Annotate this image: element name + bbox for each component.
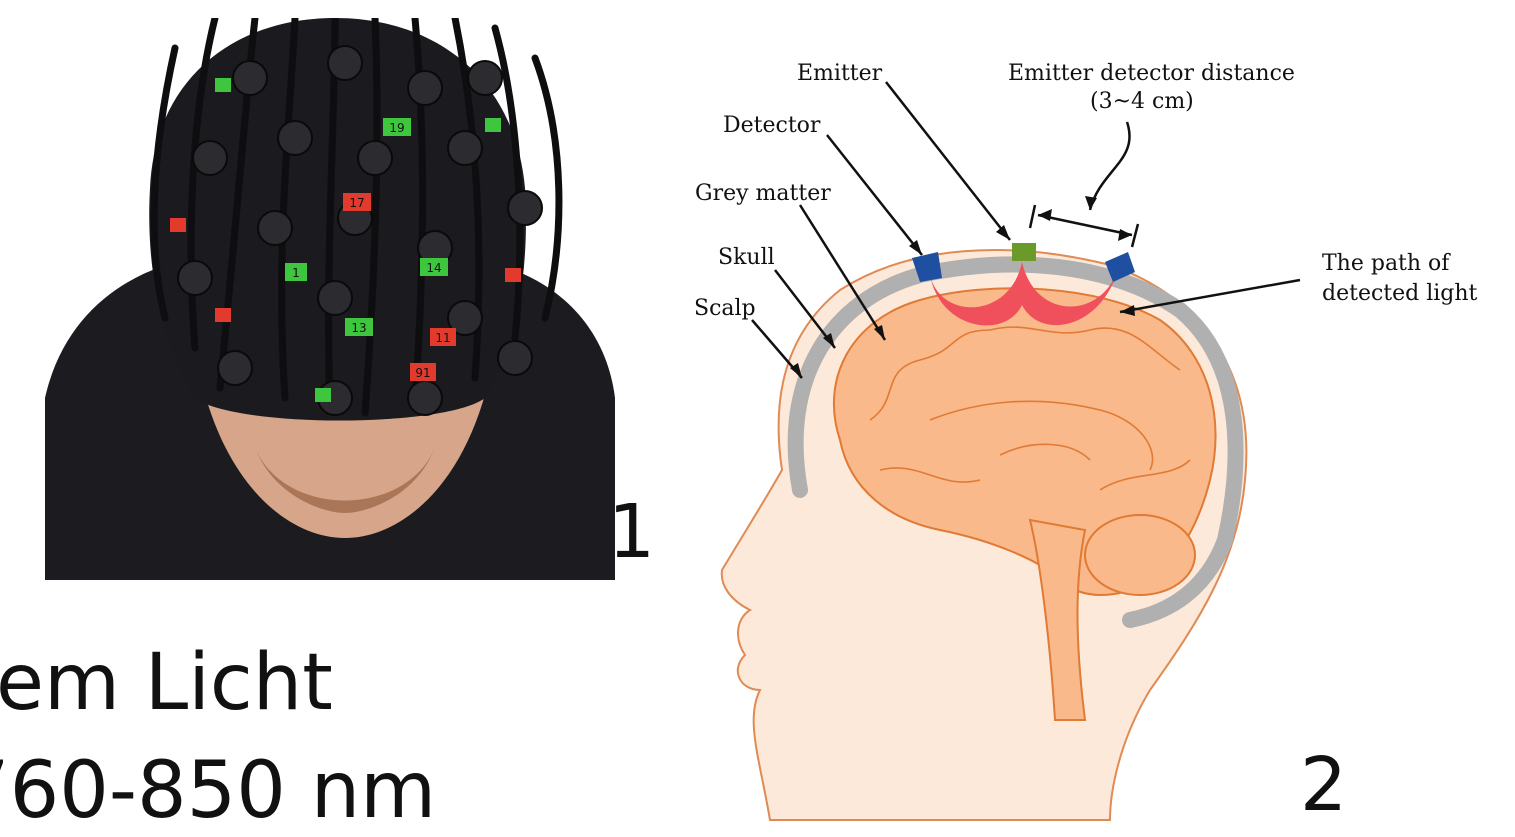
label-distance-line2: (3~4 cm) (1090, 89, 1194, 114)
label-distance-line1: Emitter detector distance (1008, 61, 1295, 86)
tag-11: 11 (435, 331, 450, 345)
slide-text-line2: 760-850 nm (0, 752, 436, 830)
distance-tick-right (1132, 224, 1138, 247)
label-path-line2: detected light (1322, 281, 1478, 306)
tag-91: 91 (415, 366, 430, 380)
figure-1-number: 1 (608, 495, 655, 569)
figure-2-number: 2 (1300, 748, 1347, 822)
fnirs-head-diagram: Emitter Emitter detector distance (3~4 c… (690, 50, 1490, 837)
label-emitter: Emitter (797, 61, 883, 86)
slide-text-line1: em Licht (0, 644, 333, 722)
label-skull: Skull (718, 245, 775, 270)
label-grey-matter: Grey matter (695, 181, 831, 206)
emitter (1012, 243, 1036, 261)
tag-17: 17 (349, 196, 364, 210)
distance-tick-left (1030, 205, 1035, 228)
tag-13: 13 (351, 321, 366, 335)
label-scalp: Scalp (694, 296, 756, 321)
fnirs-cap-photo: 19 17 14 13 1 11 91 (45, 18, 615, 580)
tag-19: 19 (389, 121, 404, 135)
label-path-line1: The path of (1322, 251, 1451, 276)
cerebellum (1085, 515, 1195, 595)
tag-1: 1 (292, 266, 300, 280)
tag-14: 14 (426, 261, 441, 275)
label-detector: Detector (723, 113, 821, 138)
